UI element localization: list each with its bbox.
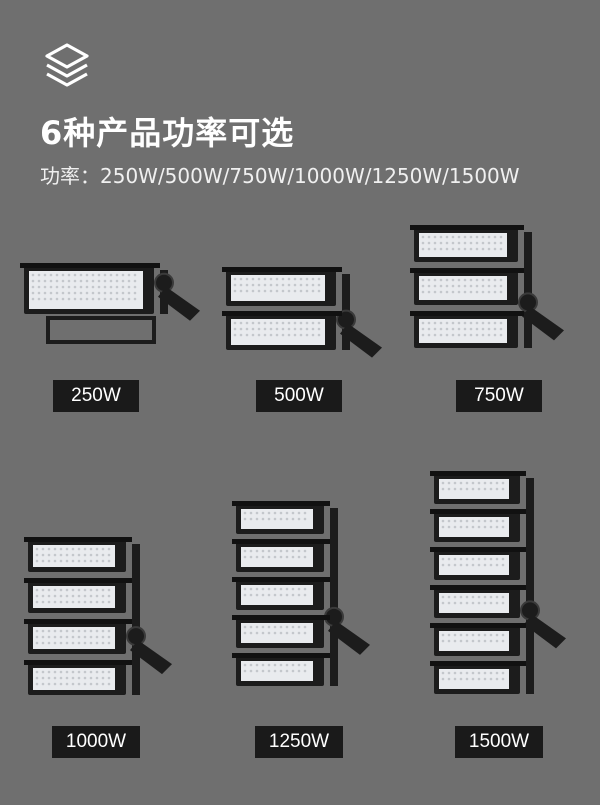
badge-250w: 250W: [53, 380, 139, 412]
light-module: [410, 268, 524, 305]
badge-1000w: 1000W: [52, 726, 140, 758]
badge-750w: 750W: [456, 380, 542, 412]
badge-1250w: 1250W: [255, 726, 343, 758]
product-250w: [18, 258, 200, 358]
mount-arm: [130, 640, 172, 675]
page-title: 6种产品功率可选: [40, 114, 295, 152]
light-module: [430, 661, 526, 694]
light-module: [232, 577, 330, 610]
light-module: [232, 501, 330, 534]
bracket-bar: [526, 478, 534, 694]
floodlight-500w-image: [222, 267, 382, 358]
mount-arm: [524, 614, 566, 649]
light-module: [430, 585, 526, 618]
product-500w: [220, 262, 390, 362]
light-module: [232, 539, 330, 572]
bracket-bar: [524, 232, 532, 348]
light-module: [430, 509, 526, 542]
light-module: [222, 267, 342, 306]
mount-arm: [522, 306, 564, 341]
layers-icon: [45, 43, 89, 87]
product-1250w: [230, 496, 400, 696]
light-module: [24, 660, 132, 695]
product-1500w: [428, 466, 598, 716]
bracket-bar: [330, 508, 338, 686]
rotation-hub: [520, 600, 540, 621]
light-module: [24, 537, 132, 572]
floodlight-250w-image: [20, 263, 200, 344]
light-module: [232, 653, 330, 686]
light-module: [20, 263, 160, 314]
floodlight-1250w-image: [232, 501, 370, 686]
light-module: [222, 311, 342, 350]
rotation-hub: [126, 626, 146, 647]
rotation-hub: [154, 272, 174, 293]
light-module: [24, 619, 132, 654]
light-module: [430, 547, 526, 580]
light-module: [410, 225, 524, 262]
floodlight-1500w-image: [430, 471, 566, 694]
light-module: [430, 471, 526, 504]
badge-500w: 500W: [256, 380, 342, 412]
product-750w: [408, 220, 578, 360]
floodlight-750w-image: [410, 225, 564, 348]
mount-arm: [328, 620, 370, 655]
power-options-text: 功率：250W/500W/750W/1000W/1250W/1500W: [40, 164, 520, 188]
light-module: [410, 311, 524, 348]
light-module: [232, 615, 330, 648]
light-module: [430, 623, 526, 656]
mount-arm: [340, 323, 382, 358]
light-module: [24, 578, 132, 613]
badge-1500w: 1500W: [455, 726, 543, 758]
bracket-bar: [132, 544, 140, 695]
yoke-bracket: [46, 316, 156, 344]
product-1000w: [22, 532, 192, 712]
rotation-hub: [518, 292, 538, 313]
floodlight-1000w-image: [24, 537, 172, 695]
mount-arm: [158, 286, 200, 321]
